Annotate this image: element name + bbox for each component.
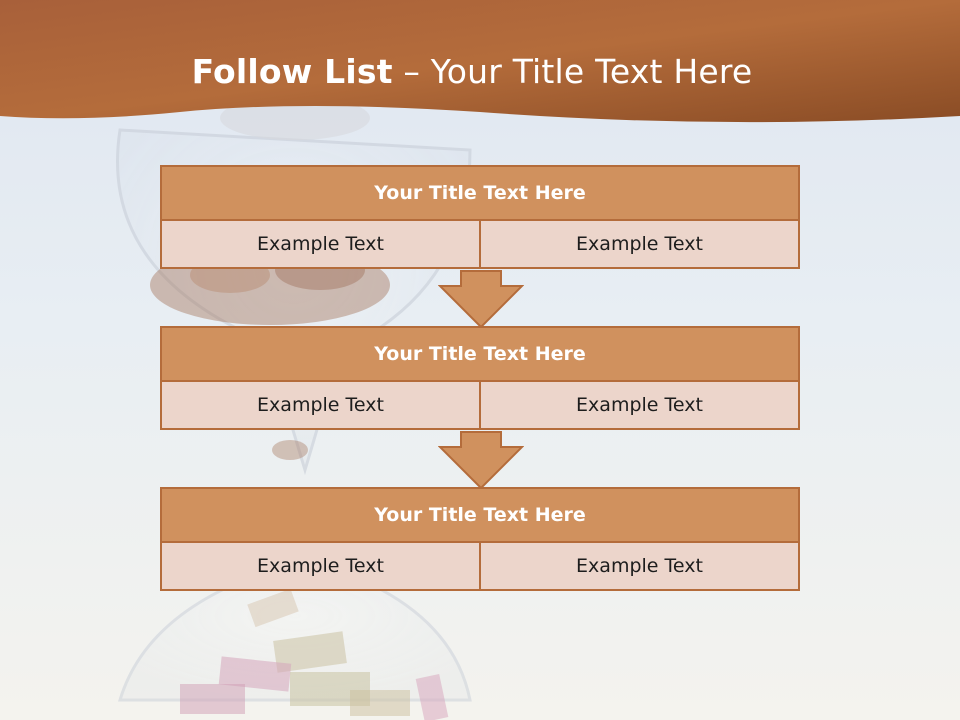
block-cell-right: Example Text	[481, 221, 800, 269]
block-cell-right: Example Text	[481, 382, 800, 430]
block-title: Your Title Text Here	[160, 326, 800, 382]
title-rest: – Your Title Text Here	[392, 52, 753, 91]
down-arrow-icon	[438, 270, 524, 328]
block-title: Your Title Text Here	[160, 487, 800, 543]
slide-title: Follow List – Your Title Text Here	[0, 52, 944, 91]
down-arrow-icon	[438, 431, 524, 489]
title-bold: Follow List	[191, 52, 393, 91]
block-cell-left: Example Text	[160, 543, 481, 591]
list-block-3: Your Title Text Here Example Text Exampl…	[160, 487, 800, 591]
block-cell-right: Example Text	[481, 543, 800, 591]
block-row: Example Text Example Text	[160, 543, 800, 591]
block-title: Your Title Text Here	[160, 165, 800, 221]
block-row: Example Text Example Text	[160, 382, 800, 430]
block-cell-left: Example Text	[160, 382, 481, 430]
title-banner	[0, 0, 960, 123]
list-block-1: Your Title Text Here Example Text Exampl…	[160, 165, 800, 269]
list-block-2: Your Title Text Here Example Text Exampl…	[160, 326, 800, 430]
block-cell-left: Example Text	[160, 221, 481, 269]
block-row: Example Text Example Text	[160, 221, 800, 269]
